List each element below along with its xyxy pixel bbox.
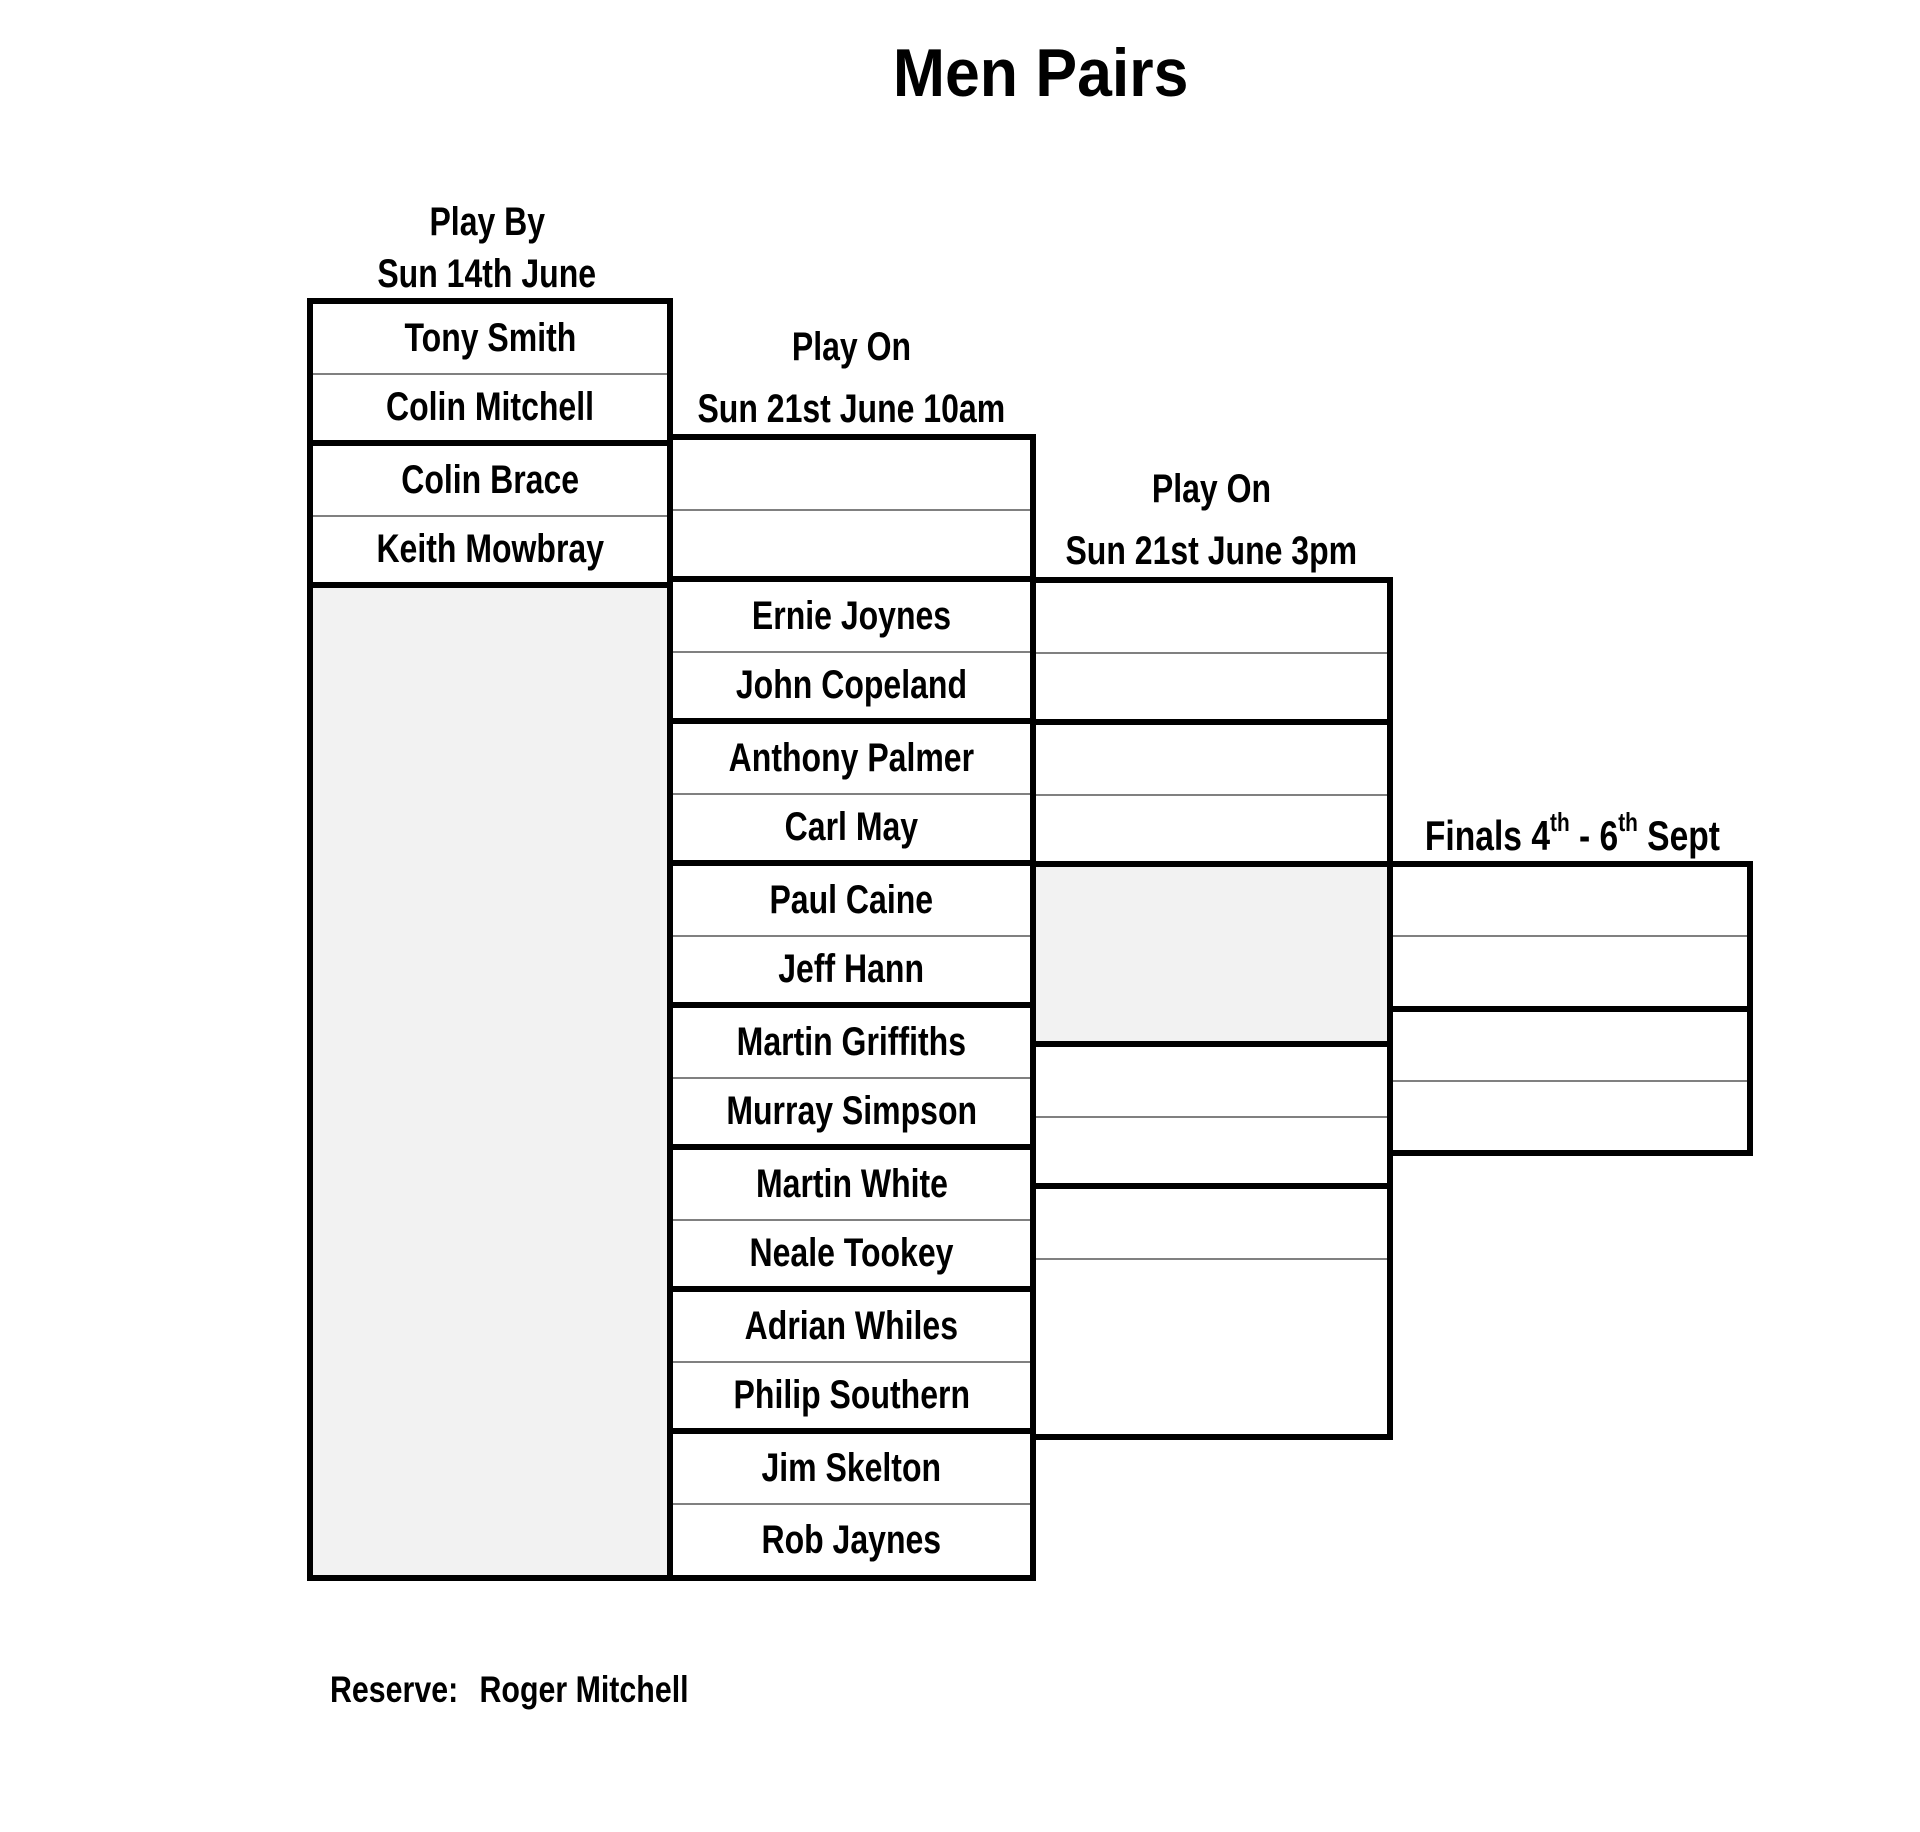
- finals-header-text: Finals 4th - 6th Sept: [1424, 807, 1720, 859]
- round3-header-line1: Play On: [1151, 467, 1271, 511]
- player-name-cell: Carl May: [673, 795, 1030, 866]
- player-name-cell: Colin Mitchell: [313, 375, 667, 446]
- player-name-cell: Jim Skelton: [673, 1434, 1030, 1505]
- round3-header-line2: Sun 21st June 3pm: [1065, 529, 1357, 573]
- finals-column: [1387, 861, 1753, 1156]
- reserve-text: Reserve: Roger Mitchell: [330, 1664, 689, 1716]
- player-name-cell: Colin Brace: [313, 446, 667, 517]
- page-title: Men Pairs: [641, 34, 1441, 112]
- empty-result-cell: [1036, 1118, 1387, 1189]
- round1-header: Play By Sun 14th June: [187, 196, 787, 300]
- reserve-line: Reserve: Roger Mitchell: [330, 1664, 767, 1716]
- empty-result-cell: [1036, 725, 1387, 796]
- round2-header-line1: Play On: [791, 325, 911, 369]
- player-name-cell: Jeff Hann: [673, 937, 1030, 1008]
- empty-result-cell: [1036, 1189, 1387, 1260]
- spacer-block: [313, 588, 667, 1575]
- player-name-cell: Tony Smith: [313, 304, 667, 375]
- finals-superscript: th: [1617, 807, 1638, 837]
- page-title-text: Men Pairs: [893, 35, 1189, 111]
- empty-result-cell: [1393, 937, 1747, 1012]
- player-name-cell: Keith Mowbray: [313, 517, 667, 588]
- round1-header-line2: Sun 14th June: [377, 252, 597, 296]
- player-name-cell: Adrian Whiles: [673, 1292, 1030, 1363]
- player-name-cell: Murray Simpson: [673, 1079, 1030, 1150]
- round2-header: Play On Sun 21st June 10am: [551, 316, 1151, 440]
- player-name-cell: Anthony Palmer: [673, 724, 1030, 795]
- player-name-cell: Martin Griffiths: [673, 1008, 1030, 1079]
- finals-header: Finals 4th - 6th Sept: [1272, 807, 1872, 862]
- player-name-cell: Philip Southern: [673, 1363, 1030, 1434]
- reserve-label: Reserve:: [330, 1669, 459, 1710]
- player-name-cell: Ernie Joynes: [673, 582, 1030, 653]
- finals-superscript: th: [1549, 807, 1570, 837]
- round2-header-line2: Sun 21st June 10am: [697, 387, 1005, 431]
- empty-result-cell: [1036, 796, 1387, 867]
- player-name-cell: Martin White: [673, 1150, 1030, 1221]
- spacer-block: [1036, 867, 1387, 1047]
- round3-column: [1030, 577, 1393, 1440]
- empty-result-cell: [673, 440, 1030, 511]
- player-name-cell: Neale Tookey: [673, 1221, 1030, 1292]
- player-name-cell: Rob Jaynes: [761, 1517, 942, 1562]
- round1-column: Tony Smith Colin Mitchell Colin Brace Ke…: [307, 298, 673, 1581]
- empty-result-cell: [673, 511, 1030, 582]
- reserve-player-name: Roger Mitchell: [479, 1669, 689, 1710]
- empty-result-cell: [1393, 1082, 1747, 1150]
- empty-result-cell: [1393, 867, 1747, 938]
- empty-result-cell: [1036, 1260, 1387, 1434]
- player-name-cell: Paul Caine: [673, 866, 1030, 937]
- round1-header-line1: Play By: [429, 200, 545, 244]
- empty-result-cell: [1036, 654, 1387, 725]
- empty-result-cell: [1393, 1012, 1747, 1082]
- player-name-cell: John Copeland: [673, 653, 1030, 724]
- empty-result-cell: [1036, 583, 1387, 654]
- round3-header: Play On Sun 21st June 3pm: [911, 458, 1511, 582]
- round2-column: Ernie Joynes John Copeland Anthony Palme…: [667, 434, 1036, 1581]
- empty-result-cell: [1036, 1047, 1387, 1118]
